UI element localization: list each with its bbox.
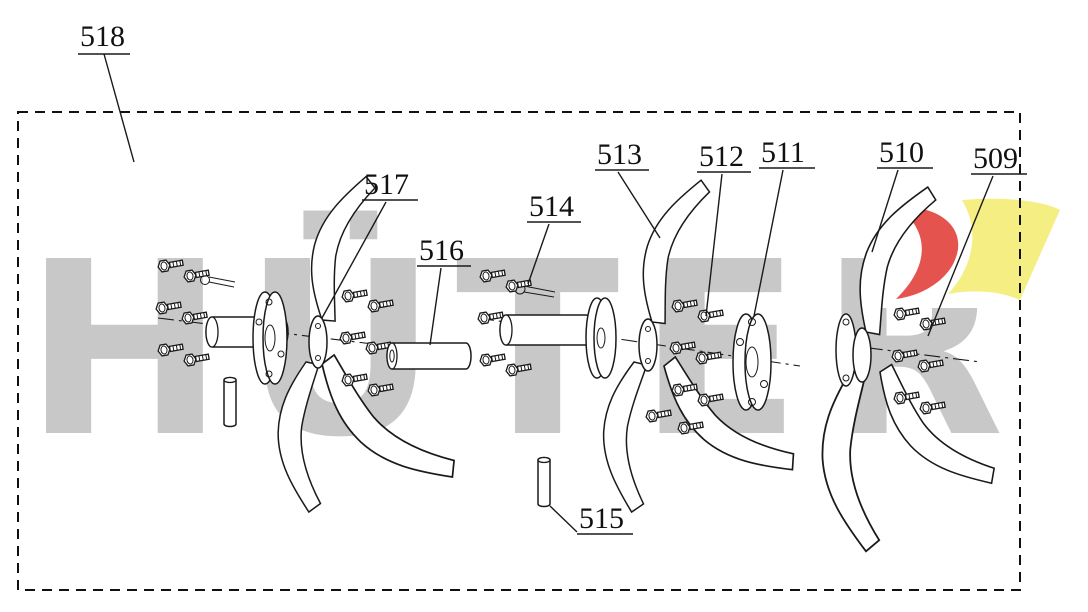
blade-hub-middle — [638, 318, 658, 372]
callout-517: 517 — [321, 168, 418, 319]
callouts: 518 517 516 514 513 512 511 510 — [78, 20, 1027, 535]
logo-red-swoosh — [896, 208, 959, 299]
logo-yellow-shape — [948, 198, 1060, 300]
part-label-511: 511 — [761, 136, 805, 169]
callout-512: 512 — [697, 140, 751, 317]
callout-513: 513 — [595, 138, 661, 239]
part-label-515: 515 — [579, 502, 624, 535]
flange-disc-middle — [585, 297, 617, 379]
flange-disc-511 — [732, 313, 772, 411]
leader-line-511 — [753, 167, 815, 317]
leader-line-514 — [527, 221, 581, 285]
leader-line-512 — [697, 171, 751, 317]
callout-511: 511 — [753, 136, 815, 317]
leader-line-515 — [549, 505, 633, 535]
part-label-509: 509 — [973, 142, 1018, 175]
flange-disc-left — [252, 291, 288, 385]
part-label-512: 512 — [699, 140, 744, 173]
dowel-pin-left — [223, 376, 237, 428]
callout-515: 515 — [549, 502, 633, 535]
leader-line-510 — [871, 167, 933, 253]
blade-hub-left — [308, 315, 328, 369]
leader-line-517 — [321, 199, 418, 319]
part-label-514: 514 — [529, 190, 574, 223]
assembly-middle — [477, 179, 801, 516]
part-label-513: 513 — [597, 138, 642, 171]
part-label-517: 517 — [364, 168, 409, 201]
dowel-pin-515 — [537, 456, 551, 508]
callout-518: 518 — [78, 20, 135, 163]
part-label-518: 518 — [80, 20, 125, 53]
assembly-right — [794, 184, 1001, 555]
leader-line-509 — [927, 173, 1027, 337]
leader-line-518 — [78, 53, 135, 163]
callout-516: 516 — [417, 234, 471, 346]
spacer-tube-middle — [499, 314, 593, 346]
callout-510: 510 — [871, 136, 933, 253]
blade-hub-right — [852, 327, 872, 383]
leader-line-513 — [595, 169, 661, 239]
callout-514: 514 — [527, 190, 581, 285]
shaft-516 — [386, 342, 472, 370]
callout-509: 509 — [927, 142, 1027, 337]
assembly-boundary-518 — [17, 111, 1021, 591]
part-label-510: 510 — [879, 136, 924, 169]
part-label-516: 516 — [419, 234, 464, 267]
assembly-left — [155, 175, 473, 516]
leader-line-516 — [417, 265, 471, 346]
